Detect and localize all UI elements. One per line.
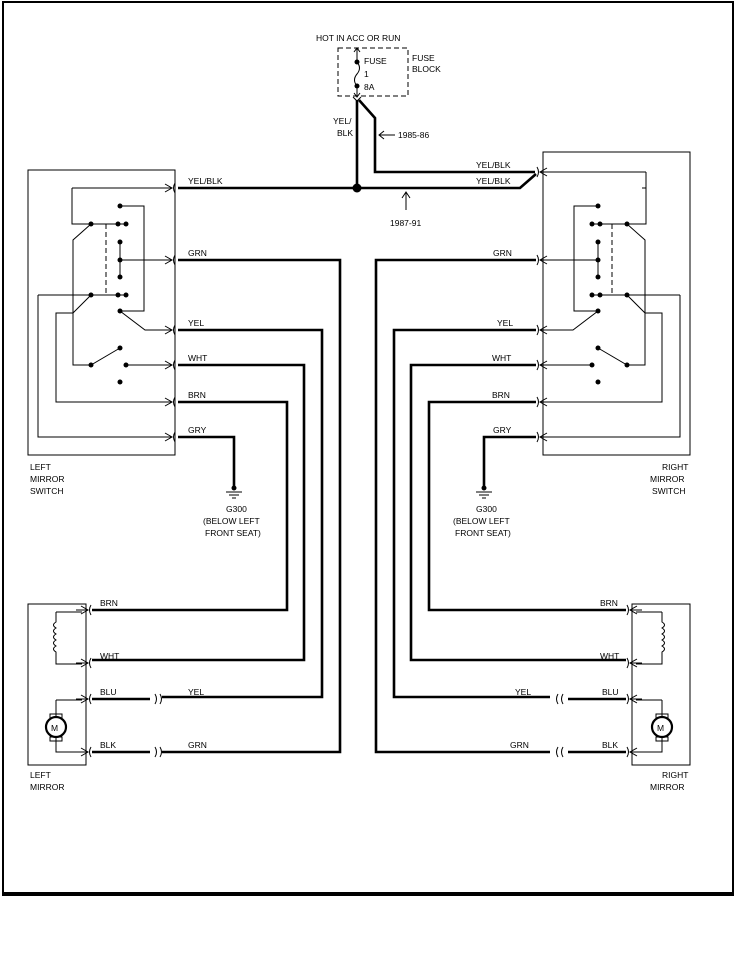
left-wire-label-grn: GRN [188, 248, 207, 258]
right-wire-label-yel-blk-1985: YEL/BLK [476, 160, 511, 170]
right-mirror-wire-blk: BLK [602, 740, 618, 750]
left-ground-icon [226, 485, 242, 499]
left-wire-label-yel: YEL [188, 318, 204, 328]
splice-dot [352, 183, 362, 193]
fuse-block: HOT IN ACC OR RUN FUSE 1 8A FUSE BLOCK [316, 33, 441, 102]
left-mirror-wire-blu: BLU [100, 687, 117, 697]
left-wire-label-wht: WHT [188, 353, 207, 363]
right-ground-location-1: (BELOW LEFT [453, 516, 510, 526]
right-mirror-wire-brn: BRN [600, 598, 618, 608]
page-frame [2, 1, 734, 896]
fuse-block-label-1: FUSE [412, 53, 435, 63]
right-mirror-label-2: MIRROR [650, 782, 684, 792]
left-harness-yel: YEL [188, 687, 204, 697]
right-motor-label: M [657, 723, 664, 733]
fuse-block-label-2: BLOCK [412, 64, 441, 74]
left-switch-label-2: MIRROR [30, 474, 64, 484]
right-harness-grn: GRN [510, 740, 529, 750]
right-harness-yel: YEL [515, 687, 531, 697]
left-mirror-label-1: LEFT [30, 770, 51, 780]
left-mirror: M LEFT MIRROR [27, 603, 162, 792]
right-wire-grn [374, 258, 550, 754]
right-wire-wht [409, 363, 626, 662]
right-wire-brn [427, 400, 626, 612]
left-switch-label-1: LEFT [30, 462, 51, 472]
left-wire-gry [178, 435, 236, 486]
right-wire-label-wht: WHT [492, 353, 511, 363]
left-wire-label-brn: BRN [188, 390, 206, 400]
year-label-1985-86: 1985-86 [398, 130, 429, 140]
arrow-1985-86 [378, 130, 395, 140]
left-motor-icon [44, 715, 68, 739]
left-switch-label-3: SWITCH [30, 486, 64, 496]
feed-wire-label-1: YEL/ [333, 116, 352, 126]
feed-wire-label-2: BLK [337, 128, 353, 138]
right-motor-icon [650, 715, 674, 739]
left-mirror-label-2: MIRROR [30, 782, 64, 792]
right-mirror: M RIGHT MIRROR [556, 603, 691, 792]
left-ground-location-2: FRONT SEAT) [205, 528, 261, 538]
right-mirror-label-1: RIGHT [662, 770, 688, 780]
right-mirror-switch: RIGHT MIRROR SWITCH [536, 151, 691, 496]
year-label-1987-91: 1987-91 [390, 218, 421, 228]
left-ground-id: G300 [226, 504, 247, 514]
right-heater-coil-icon [636, 611, 665, 665]
right-ground-id: G300 [476, 504, 497, 514]
right-switch-label-3: SWITCH [652, 486, 686, 496]
right-switch-label-2: MIRROR [650, 474, 684, 484]
fuse-label: FUSE [364, 56, 387, 66]
power-source-label: HOT IN ACC OR RUN [316, 33, 400, 43]
left-mirror-wire-wht: WHT [100, 651, 119, 661]
left-harness-grn: GRN [188, 740, 207, 750]
fuse-rating: 8A [364, 82, 375, 92]
right-wire-label-gry: GRY [493, 425, 512, 435]
left-wire-label-yel-blk: YEL/BLK [188, 176, 223, 186]
left-ground-location-1: (BELOW LEFT [203, 516, 260, 526]
left-wire-yel [162, 328, 324, 699]
left-wire-wht [92, 363, 306, 662]
wire-1985-86 [358, 99, 535, 174]
right-wire-label-brn: BRN [492, 390, 510, 400]
left-mirror-wire-brn: BRN [100, 598, 118, 608]
arrow-1987-91 [401, 191, 411, 210]
left-mirror-wire-blk: BLK [100, 740, 116, 750]
right-wire-label-grn: GRN [493, 248, 512, 258]
right-wire-label-yel: YEL [497, 318, 513, 328]
right-ground-location-2: FRONT SEAT) [455, 528, 511, 538]
right-switch-label-1: RIGHT [662, 462, 688, 472]
fuse-number: 1 [364, 69, 369, 79]
right-mirror-wire-wht: WHT [600, 651, 619, 661]
right-wire-yel [392, 328, 550, 699]
left-wire-brn [92, 400, 289, 612]
right-mirror-wire-blu: BLU [602, 687, 619, 697]
right-wire-gry [482, 435, 536, 486]
left-motor-label: M [51, 723, 58, 733]
left-heater-coil-icon [53, 611, 82, 665]
left-wire-grn [162, 258, 342, 754]
right-ground-icon [476, 485, 492, 499]
right-wire-label-yel-blk-1987: YEL/BLK [476, 176, 511, 186]
left-wire-label-gry: GRY [188, 425, 207, 435]
wire-yel-blk-main [178, 173, 537, 190]
left-mirror-switch: LEFT MIRROR SWITCH [27, 169, 176, 496]
